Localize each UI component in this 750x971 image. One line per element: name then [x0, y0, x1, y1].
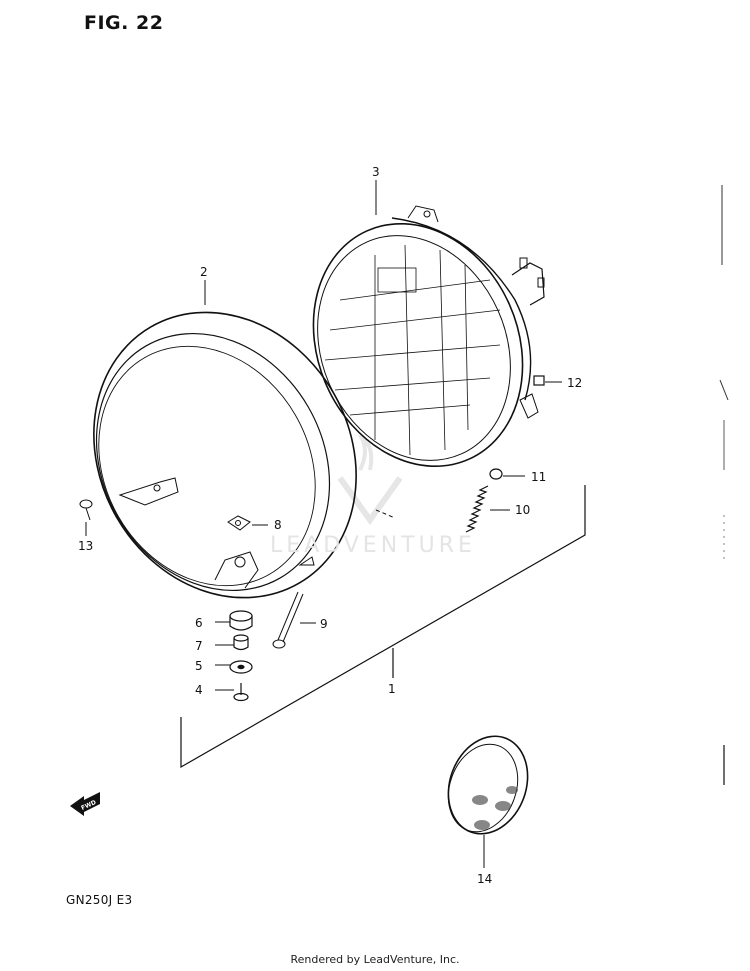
- fwd-arrow: FWD: [70, 792, 100, 816]
- headlight-unit: [312, 205, 545, 468]
- watermark-text: LEADVENTURE: [270, 533, 476, 558]
- callout-10: 10: [515, 503, 530, 517]
- watermark-logo: [337, 433, 403, 526]
- nut-8: [227, 515, 251, 531]
- callout-13: 13: [78, 539, 93, 553]
- callout-9: 9: [320, 617, 328, 631]
- callout-8: 8: [274, 518, 282, 532]
- collar-7: [233, 634, 249, 651]
- callout-7: 7: [195, 639, 203, 653]
- callout-1: 1: [388, 682, 396, 696]
- model-code: GN250J E3: [66, 893, 133, 907]
- reflector: [447, 735, 529, 835]
- callouts: 1 2 3 4 5 6 7 8 9 10 11 12 13 14: [78, 165, 582, 886]
- callout-4: 4: [195, 683, 203, 697]
- bolt-4: [233, 683, 249, 702]
- nut-12: [533, 375, 545, 386]
- cushion-6: [229, 610, 253, 631]
- callout-3: 3: [372, 165, 380, 179]
- nut-11: [489, 468, 503, 480]
- figure-title: FIG. 22: [84, 12, 164, 34]
- screw-13: [79, 499, 93, 521]
- screw-9: [272, 591, 304, 649]
- spring-10: [465, 485, 489, 533]
- footer-credit: Rendered by LeadVenture, Inc.: [290, 953, 460, 966]
- callout-12: 12: [567, 376, 582, 390]
- washer-5: [229, 660, 253, 674]
- callout-5: 5: [195, 659, 203, 673]
- leader-lines: [85, 180, 562, 868]
- callout-2: 2: [200, 265, 208, 279]
- headlight-rim: [93, 311, 357, 599]
- callout-14: 14: [477, 872, 492, 886]
- callout-11: 11: [531, 470, 546, 484]
- scan-artifacts: [719, 185, 729, 785]
- callout-6: 6: [195, 616, 203, 630]
- assembly-frame: [180, 485, 586, 769]
